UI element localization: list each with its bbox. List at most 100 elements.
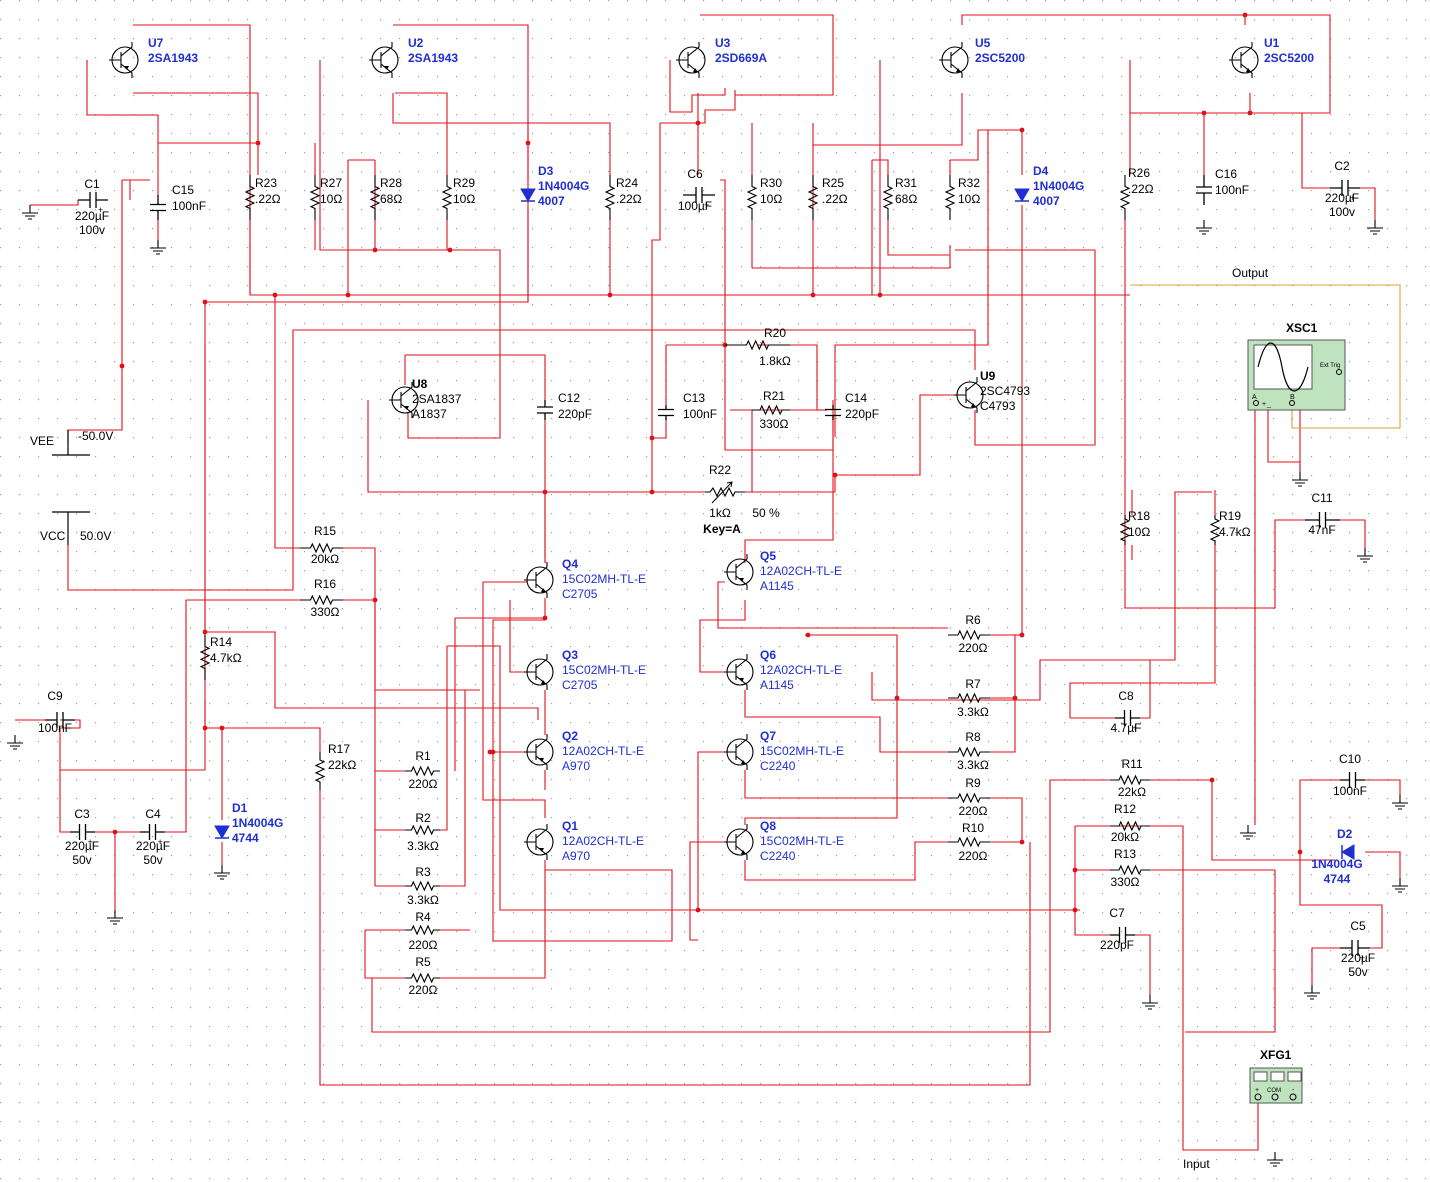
- junction-dot: [894, 695, 900, 701]
- capacitor-c12[interactable]: [537, 400, 553, 420]
- resistor-r3[interactable]: [405, 880, 440, 892]
- resistor-r25[interactable]: [807, 175, 819, 220]
- diode-d2[interactable]: [1341, 844, 1355, 860]
- resistor-r15[interactable]: [300, 542, 343, 554]
- emitter-arrow: [693, 68, 698, 72]
- transistor-q4[interactable]: [524, 562, 554, 598]
- capacitor-c14[interactable]: [825, 405, 841, 420]
- resistor-ref: R6: [965, 613, 981, 627]
- resistor-r30[interactable]: [746, 175, 758, 220]
- transistor-q8[interactable]: [724, 824, 754, 860]
- minus-terminal[interactable]: [1289, 1093, 1297, 1101]
- resistor-r28[interactable]: [369, 175, 381, 220]
- resistor-r32[interactable]: [944, 175, 956, 220]
- junction-dot: [372, 247, 378, 253]
- resistor-r6[interactable]: [948, 629, 990, 641]
- channel-b-terminal[interactable]: [1289, 400, 1295, 406]
- capacitor-c7[interactable]: [1110, 927, 1135, 943]
- capacitor-c4[interactable]: +: [140, 824, 165, 847]
- capacitor-c15[interactable]: [150, 195, 166, 220]
- resistor-r11[interactable]: [1110, 774, 1150, 786]
- diode-d4[interactable]: [1014, 188, 1030, 202]
- junction-dot: [1019, 839, 1025, 845]
- transistor-ref: Q2: [562, 729, 578, 743]
- wire: [1129, 14, 1331, 114]
- transistor-u9[interactable]: [954, 377, 984, 413]
- square-icon[interactable]: [1287, 1071, 1302, 1082]
- potentiometer-r22[interactable]: [705, 481, 745, 504]
- transistor-u3[interactable]: [676, 42, 706, 78]
- plus-terminal[interactable]: [1254, 1093, 1262, 1101]
- transistor-model: 2SC4793: [980, 384, 1030, 398]
- transistor-u7[interactable]: [109, 42, 139, 78]
- transistor-q6[interactable]: [724, 654, 754, 690]
- transistor-u8[interactable]: [389, 382, 419, 418]
- resistor-r1[interactable]: [405, 765, 440, 777]
- vcc-supply[interactable]: [52, 511, 90, 545]
- resistor-r23[interactable]: [244, 175, 256, 220]
- capacitor-c11[interactable]: [1305, 512, 1340, 528]
- resistor-r16[interactable]: [300, 594, 343, 606]
- resistor-r26[interactable]: [1119, 175, 1131, 220]
- resistor-r7[interactable]: [948, 692, 990, 704]
- resistor-r5[interactable]: [405, 972, 440, 984]
- com-terminal[interactable]: [1271, 1093, 1279, 1101]
- resistor-r14[interactable]: [199, 635, 211, 680]
- transistor-q2[interactable]: [524, 734, 554, 770]
- resistor-r12[interactable]: [1110, 820, 1150, 832]
- diode-body: [214, 825, 230, 839]
- wire: [1365, 779, 1401, 795]
- resistor-ref: R9: [965, 776, 981, 790]
- resistor-r21[interactable]: [752, 404, 790, 416]
- transistor-q3[interactable]: [524, 654, 554, 690]
- capacitor-c9[interactable]: [45, 712, 75, 728]
- resistor-r9[interactable]: [948, 792, 990, 804]
- transistor-u2[interactable]: [369, 42, 399, 78]
- emitter-arrow: [741, 850, 746, 854]
- transistor-u1[interactable]: [1229, 42, 1259, 78]
- resistor-r24[interactable]: [604, 175, 616, 220]
- wiper-arrow[interactable]: [711, 481, 733, 504]
- resistor-r2[interactable]: [405, 824, 440, 836]
- potentiometer-ref: R22: [709, 463, 731, 477]
- transistor-u5[interactable]: [939, 42, 969, 78]
- diode-d3[interactable]: [520, 188, 536, 202]
- sine-icon[interactable]: [1253, 1071, 1268, 1082]
- capacitor-ref: C6: [687, 167, 703, 181]
- capacitor-c2[interactable]: +: [1330, 180, 1360, 203]
- triangle-icon[interactable]: [1270, 1071, 1285, 1082]
- resistor-r17[interactable]: [314, 752, 326, 790]
- resistor-r29[interactable]: [441, 175, 453, 220]
- resistor-r4[interactable]: [405, 924, 440, 936]
- resistor-r27[interactable]: [309, 175, 321, 220]
- vee-supply[interactable]: [52, 430, 90, 456]
- oscilloscope-xsc1[interactable]: [1247, 339, 1346, 411]
- channel-a-terminal[interactable]: [1253, 400, 1259, 406]
- resistor-r13[interactable]: [1110, 864, 1150, 876]
- ext-trig-terminal[interactable]: [1336, 369, 1342, 375]
- capacitor-c8[interactable]: +: [1115, 710, 1140, 733]
- capacitor-c10[interactable]: [1340, 772, 1365, 788]
- transistor-q1[interactable]: [524, 824, 554, 860]
- transistor-q5[interactable]: [724, 554, 754, 590]
- capacitor-c16[interactable]: [1196, 175, 1212, 205]
- resistor-r10[interactable]: [948, 836, 990, 848]
- capacitor-c13[interactable]: [658, 405, 674, 420]
- resistor-r19[interactable]: [1209, 515, 1221, 545]
- diode-d1[interactable]: [214, 825, 230, 839]
- transistor-leads: [524, 562, 548, 598]
- junction-dot: [542, 489, 548, 495]
- capacitor-c5[interactable]: +: [1340, 940, 1370, 963]
- resistor-r31[interactable]: [882, 175, 894, 220]
- resistor-r8[interactable]: [948, 746, 990, 758]
- transistor-model: 15C02MH-TL-E: [760, 744, 844, 758]
- resistor-r20[interactable]: [725, 339, 790, 351]
- transistor-q7[interactable]: [724, 734, 754, 770]
- function-generator-xfg1[interactable]: [1249, 1067, 1303, 1104]
- capacitor-c6[interactable]: +: [683, 187, 715, 210]
- transistor-model: 15C02MH-TL-E: [760, 834, 844, 848]
- vee-label: VEE: [30, 434, 54, 448]
- capacitor-c1[interactable]: +: [78, 192, 108, 215]
- resistor-r18[interactable]: [1119, 515, 1131, 545]
- capacitor-c3[interactable]: +: [70, 824, 95, 847]
